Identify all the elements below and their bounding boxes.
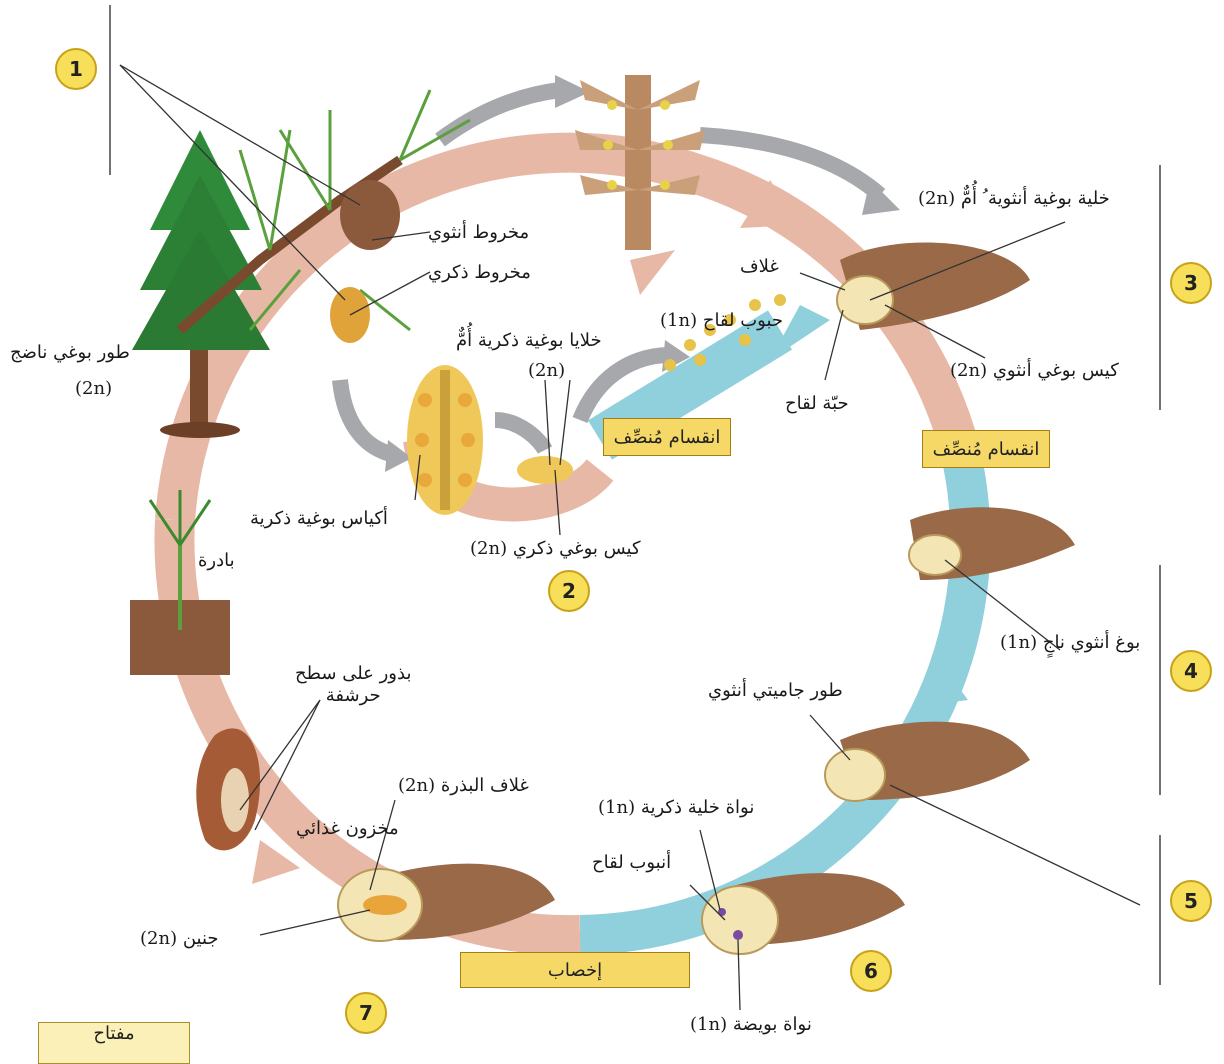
label-female-sporocyte: خلية بوغية أنثوية ُ أُمٌّ (2n) <box>918 188 1110 210</box>
label-male-sporangia: أكياس بوغية ذكرية <box>250 508 388 530</box>
label-male-sporocyte: خلايا بوغية ذكرية أُمٌّ <box>456 330 602 352</box>
seedling-art <box>130 490 230 675</box>
ring-arrowhead-4 <box>630 250 675 295</box>
process-meiosis-inner: انقسام مُنصِّف <box>603 418 731 456</box>
label-male-cone: مخروط ذكري <box>428 262 531 284</box>
female-cone-art <box>340 180 400 250</box>
label-food-reserve: مخزون غذائي <box>296 818 399 840</box>
label-pollen-grains: حبوب لقاح (1n) <box>660 310 783 332</box>
male-sporangium-art <box>517 456 573 484</box>
seed-scale-art <box>196 728 260 850</box>
grey-arrow-3 <box>340 380 395 455</box>
stage-badge-6: 6 <box>850 950 892 992</box>
label-seedling: بادرة <box>198 550 235 572</box>
stage-badge-4: 4 <box>1170 650 1212 692</box>
grey-arrow-4 <box>495 420 545 450</box>
label-female-sporangium: كيس بوغي أنثوي (2n) <box>950 360 1119 382</box>
stage-badge-3: 3 <box>1170 262 1212 304</box>
label-mature-sporophyte: طور بوغي ناضج <box>10 342 130 364</box>
grey-arrow-1 <box>440 90 560 140</box>
label-egg-nucleus: نواة بويضة (1n) <box>690 1014 812 1036</box>
label-seeds-on-scale: بذور على سطح حرشفة <box>295 663 411 706</box>
label-surviving-megaspore: بوغ أنثوي ناجٍ (1n) <box>1000 632 1140 654</box>
label-integument: غلاف <box>740 256 779 278</box>
label-sperm-nucleus: نواة خلية ذكرية (1n) <box>598 797 754 819</box>
label-female-cone: مخروط أنثوي <box>428 222 529 244</box>
label-pollen-grain: حبّة لقاح <box>785 393 849 415</box>
tree-ground <box>160 422 240 438</box>
legend-key-box: مفتاح <box>38 1022 190 1064</box>
stage-badge-7: 7 <box>345 992 387 1034</box>
label-male-sporangium: كيس بوغي ذكري (2n) <box>470 538 641 560</box>
label-embryo: جنين (2n) <box>140 928 219 950</box>
stage-badge-2: 2 <box>548 570 590 612</box>
label-mature-sporophyte-ploidy: (2n) <box>75 378 112 400</box>
stage-badge-5: 5 <box>1170 880 1212 922</box>
label-seed-coat: غلاف البذرة (2n) <box>398 775 529 797</box>
process-fertilization: إخصاب <box>460 952 690 988</box>
process-meiosis-outer: انقسام مُنصِّف <box>922 430 1050 468</box>
label-male-sporocyte-ploidy: (2n) <box>528 360 565 382</box>
stage-badge-1: 1 <box>55 48 97 90</box>
label-female-gametophyte: طور جاميتي أنثوي <box>708 680 843 702</box>
egg-nucleus-art <box>733 930 743 940</box>
label-pollen-tube: أنبوب لقاح <box>592 852 671 874</box>
embryo-art <box>363 895 407 915</box>
